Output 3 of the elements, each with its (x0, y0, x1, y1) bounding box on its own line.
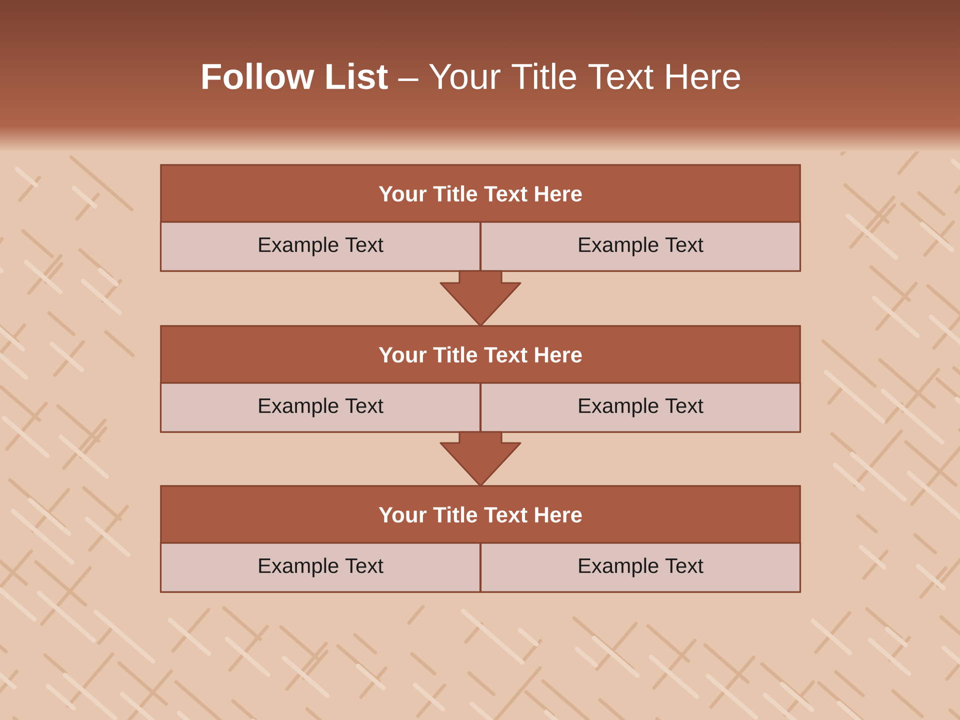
block-arrow (440, 270, 522, 327)
block-arrow (440, 431, 522, 487)
slide-title: Follow List – Your Title Text Here (202, 62, 740, 90)
